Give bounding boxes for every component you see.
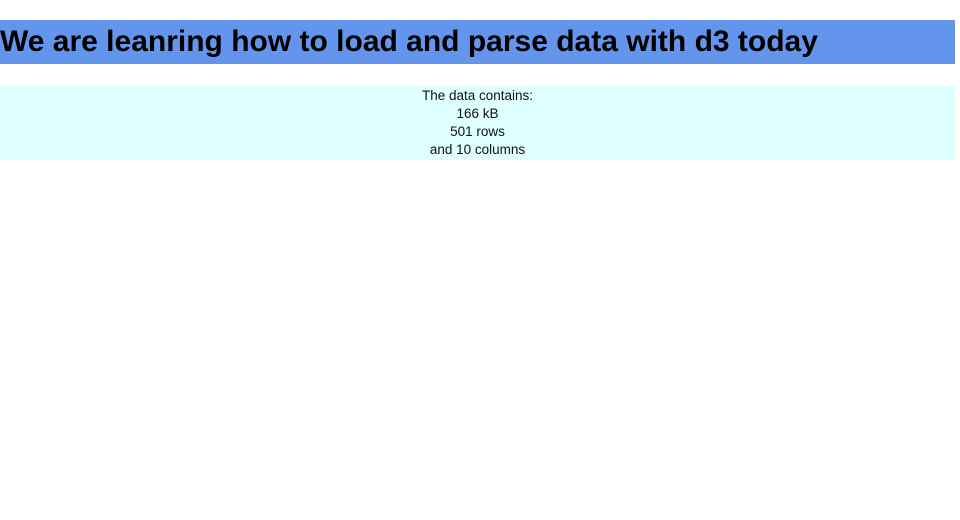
page-title: We are leanring how to load and parse da… bbox=[0, 20, 955, 64]
summary-line-columns: and 10 columns bbox=[429, 142, 526, 157]
summary-line-intro: The data contains: bbox=[421, 88, 534, 103]
data-summary-panel: The data contains: 166 kB 501 rows and 1… bbox=[0, 86, 955, 160]
summary-line-size: 166 kB bbox=[456, 106, 499, 121]
summary-line-rows: 501 rows bbox=[450, 124, 505, 139]
